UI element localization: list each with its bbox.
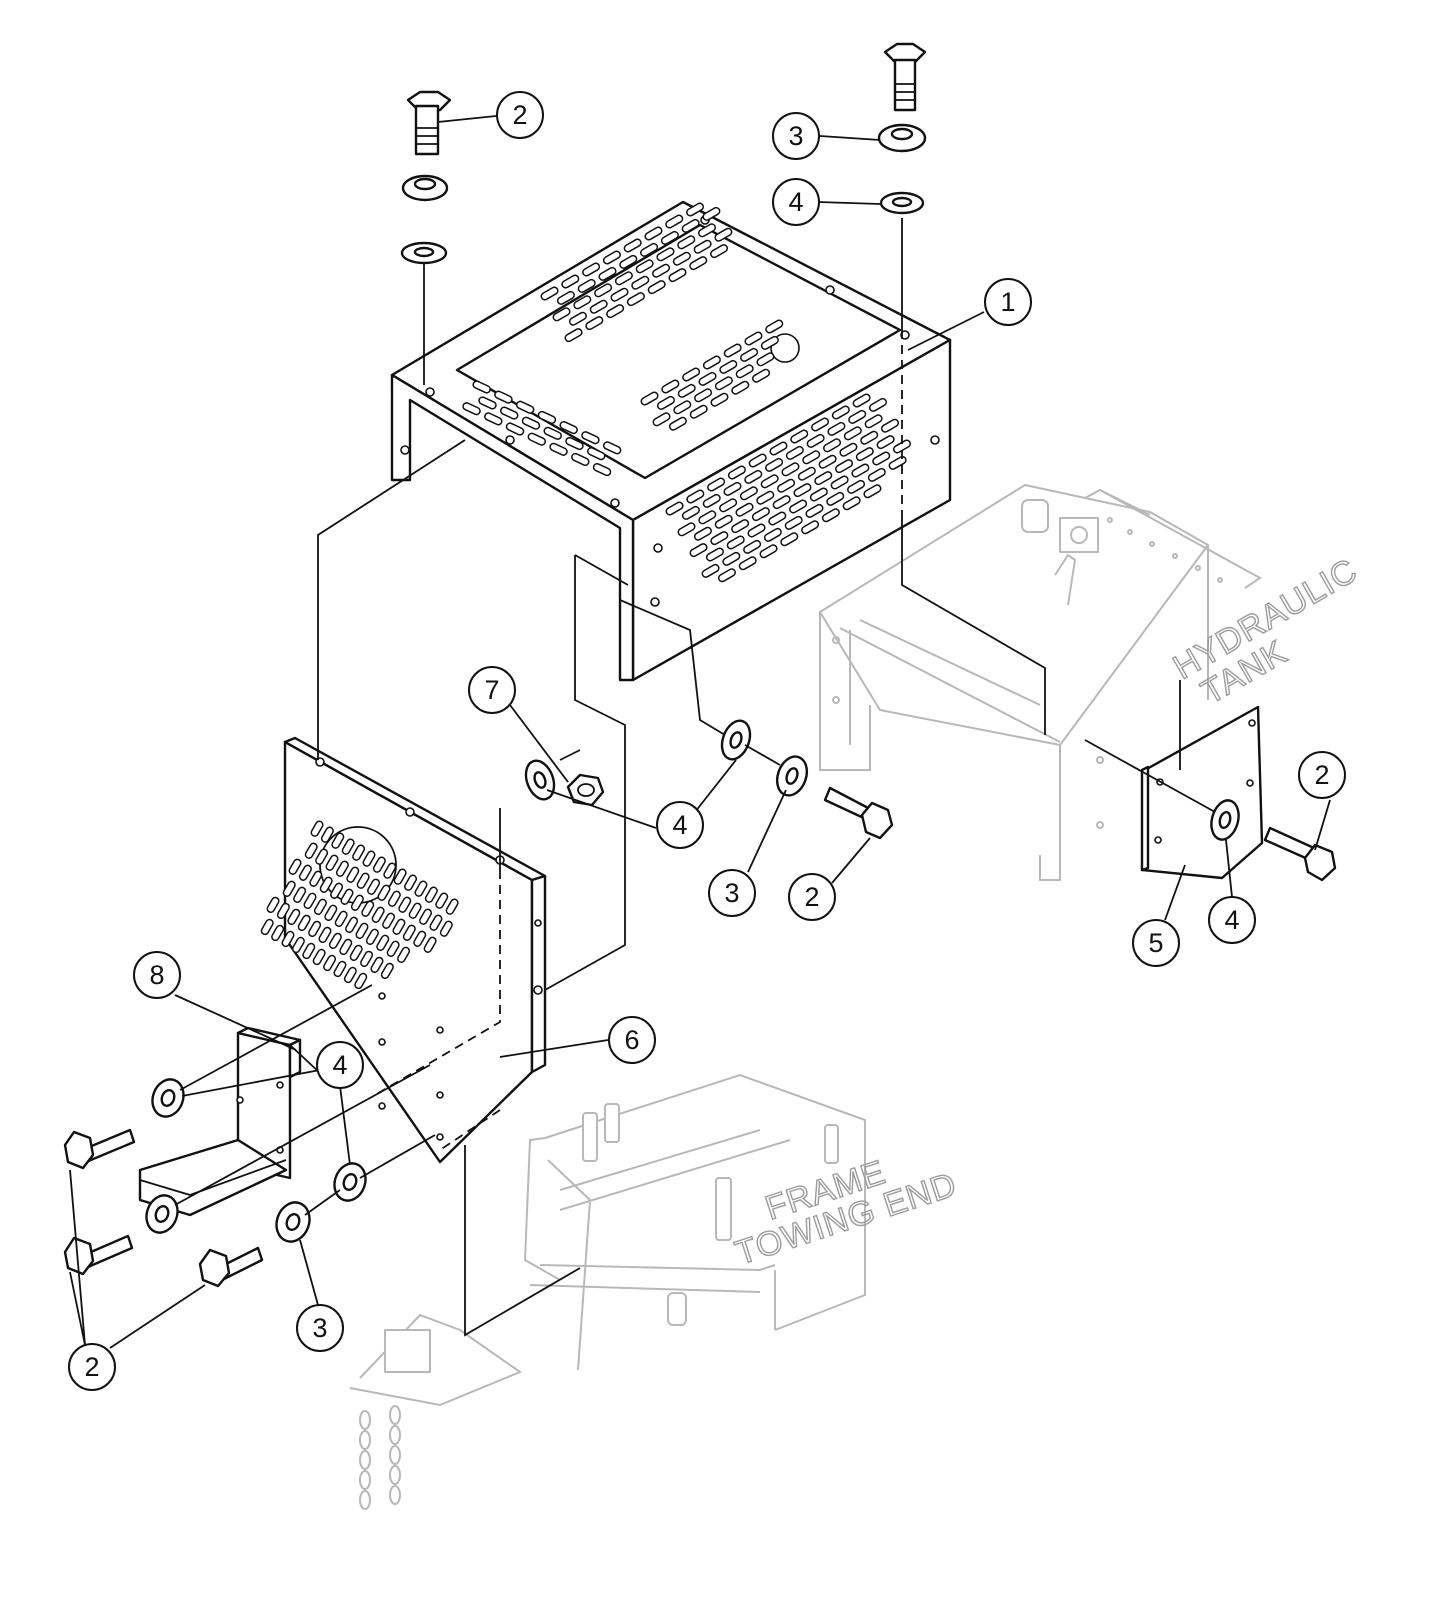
callout-1: 1 bbox=[984, 278, 1032, 326]
callout-6: 6 bbox=[608, 1016, 656, 1064]
flat-washer-center bbox=[524, 759, 556, 801]
bolt-top-right bbox=[883, 42, 927, 112]
top-vent-slots bbox=[462, 202, 912, 583]
callout-4-left: 4 bbox=[316, 1041, 364, 1089]
callout-label: 3 bbox=[788, 121, 803, 151]
callout-4-top-right: 4 bbox=[772, 178, 820, 226]
callout-8: 8 bbox=[133, 951, 181, 999]
flat-washer-center-right bbox=[720, 719, 752, 761]
callout-5: 5 bbox=[1132, 919, 1180, 967]
hardware bbox=[63, 42, 1337, 1337]
callout-label: 2 bbox=[84, 1352, 99, 1382]
callout-label: 5 bbox=[1148, 928, 1163, 958]
callout-label: 3 bbox=[724, 878, 739, 908]
flat-washer-bottom-center bbox=[333, 1162, 367, 1202]
side-panel-vent-slots bbox=[260, 820, 459, 990]
flat-washer-left-lower bbox=[145, 1194, 179, 1234]
callout-label: 3 bbox=[312, 1313, 327, 1343]
lock-washer-bottom bbox=[275, 1201, 311, 1243]
lock-washer-top-left bbox=[401, 174, 449, 202]
side-plate bbox=[1140, 705, 1264, 880]
callout-label: 6 bbox=[624, 1025, 639, 1055]
callout-2-bottom: 2 bbox=[68, 1343, 116, 1391]
callout-label: 4 bbox=[788, 187, 803, 217]
callout-2-center: 2 bbox=[788, 873, 836, 921]
callout-label: 4 bbox=[1224, 905, 1239, 935]
bolt-center bbox=[823, 786, 894, 840]
callout-4-center: 4 bbox=[656, 801, 704, 849]
flat-washer-top-right bbox=[879, 191, 925, 215]
bolt-bottom bbox=[198, 1246, 264, 1288]
callout-2-top-left: 2 bbox=[496, 91, 544, 139]
callout-label: 2 bbox=[1314, 760, 1329, 790]
bolt-top-left bbox=[406, 90, 452, 156]
callout-label: 7 bbox=[484, 675, 499, 705]
lock-washer-center bbox=[775, 755, 809, 797]
callout-3-bottom: 3 bbox=[296, 1304, 344, 1352]
callout-label: 1 bbox=[1000, 287, 1015, 317]
flat-washer-right bbox=[1210, 799, 1240, 841]
bolt-left-lower bbox=[63, 1234, 134, 1276]
callout-4-right: 4 bbox=[1208, 896, 1256, 944]
callout-label: 4 bbox=[672, 810, 687, 840]
callout-3-center: 3 bbox=[708, 869, 756, 917]
bolt-left-upper bbox=[63, 1128, 136, 1170]
callout-leaders bbox=[69, 115, 1331, 1349]
side-panel bbox=[260, 736, 547, 1164]
callout-label: 2 bbox=[804, 882, 819, 912]
lock-washer-top-right bbox=[877, 123, 927, 153]
flat-washer-top-left bbox=[400, 241, 448, 265]
bracket bbox=[138, 1026, 302, 1217]
bolt-right bbox=[1263, 826, 1337, 882]
callout-3-top-right: 3 bbox=[772, 112, 820, 160]
callout-label: 2 bbox=[512, 100, 527, 130]
callout-2-right: 2 bbox=[1298, 751, 1346, 799]
nut-7 bbox=[566, 773, 605, 807]
flat-washer-left-upper bbox=[151, 1078, 185, 1118]
callout-label: 8 bbox=[149, 960, 164, 990]
top-cover bbox=[390, 200, 952, 682]
callout-7: 7 bbox=[468, 666, 516, 714]
callout-label: 4 bbox=[332, 1050, 347, 1080]
